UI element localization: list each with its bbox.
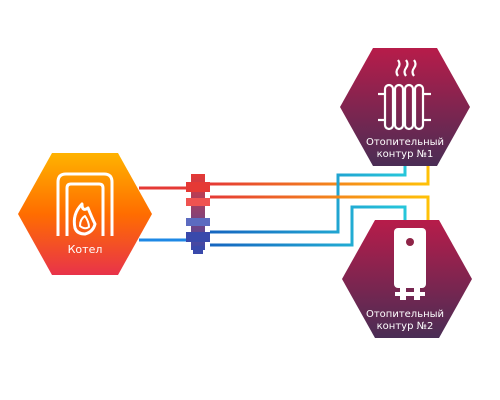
boiler-flame-icon	[56, 172, 114, 236]
boiler-label: Котел	[67, 243, 103, 256]
circuit2-label-line1: Отопительный	[365, 309, 445, 320]
hydraulic-manifold	[186, 174, 210, 254]
circuit2-label: Отопительный контур №2	[350, 309, 460, 333]
water-heater-icon	[394, 228, 426, 300]
circuit2-label-line2: контур №2	[376, 321, 434, 332]
circuit1-label-line1: Отопительный	[365, 137, 445, 148]
circuit2-return-pipe	[210, 205, 407, 247]
circuit2-supply-pipe	[210, 195, 430, 222]
radiator-icon	[378, 59, 431, 131]
boiler-hexagon	[18, 153, 152, 275]
circuit1-label-line2: контур №1	[376, 149, 434, 160]
circuit1-supply-pipe	[210, 162, 430, 186]
circuit1-return-pipe	[210, 162, 407, 234]
circuit1-label: Отопительный контур №1	[350, 137, 460, 161]
